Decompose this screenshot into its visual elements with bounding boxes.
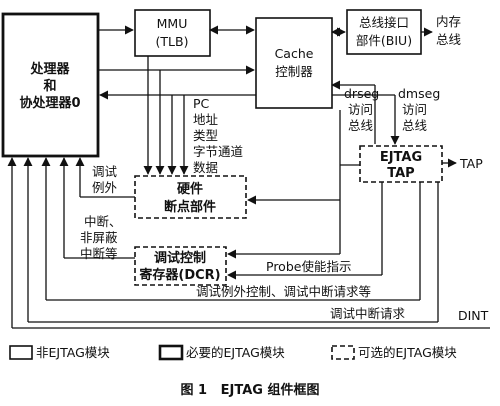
dint-label: DINT: [458, 308, 489, 323]
mmu-label-1: MMU: [157, 16, 188, 31]
mmu-label-2: (TLB): [156, 34, 189, 49]
drseg-label-2: 访问: [348, 102, 373, 117]
cpu-label-3: 协处理器0: [19, 95, 80, 111]
pc-label: PC: [193, 96, 210, 111]
hwbp-label-2: 断点部件: [164, 199, 216, 215]
cache-label-2: 控制器: [275, 64, 313, 79]
cache-label-1: Cache: [275, 46, 314, 61]
ejtag-tap-label-2: TAP: [387, 166, 414, 181]
cpu-label-1: 处理器: [29, 61, 70, 77]
type-label: 类型: [193, 128, 218, 143]
mem-bus-label-2: 总线: [436, 32, 462, 47]
biu-block: 总线接口 部件(BIU): [346, 9, 422, 55]
hardware-breakpoint-block: 硬件 断点部件: [134, 175, 247, 219]
mem-bus-label-1: 内存: [436, 14, 461, 29]
figure-caption: 图 1 EJTAG 组件框图: [181, 382, 320, 398]
debug-ctrl-label: 调试例外控制、调试中断请求等: [196, 284, 371, 299]
mmu-block: MMU (TLB): [134, 9, 211, 57]
legend-swatch-required: [158, 344, 184, 361]
legend-swatch-optional: [331, 345, 355, 360]
debug-irq-label: 调试中断请求: [330, 306, 406, 321]
data-label: 数据: [193, 160, 218, 175]
addr-label: 地址: [193, 112, 219, 127]
dcr-label-2: 寄存器(DCR): [139, 267, 220, 283]
interrupts-label-1: 中断、: [84, 214, 122, 229]
interrupts-label-2: 非屏蔽: [80, 230, 118, 245]
probe-enable-label: Probe使能指示: [266, 259, 351, 274]
cache-controller-block: Cache 控制器: [255, 17, 333, 109]
interrupts-label-3: 中断等: [80, 246, 118, 261]
dmseg-label-1: dmseg: [398, 86, 440, 101]
legend-non-ejtag: 非EJTAG模块: [36, 345, 110, 360]
legend-required: 必要的EJTAG模块: [186, 345, 285, 360]
dmseg-label-3: 总线: [402, 118, 428, 133]
dmseg-label-2: 访问: [402, 102, 427, 117]
biu-label-1: 总线接口: [359, 15, 409, 30]
ejtag-tap-label-1: EJTAG: [380, 150, 422, 165]
cpu-label-2: 和: [43, 78, 56, 94]
debug-exception-label-1: 调试: [92, 164, 118, 179]
byte-lane-label: 字节通道: [193, 144, 244, 159]
drseg-label-1: drseg: [344, 86, 379, 101]
biu-label-2: 部件(BIU): [356, 33, 412, 48]
dcr-block: 调试控制 寄存器(DCR): [134, 246, 227, 286]
legend-optional: 可选的EJTAG模块: [358, 345, 457, 360]
connections: [7, 25, 490, 329]
debug-exception-label-2: 例外: [92, 180, 118, 195]
cpu-block: 处理器 和 协处理器0: [1, 12, 100, 158]
signal-labels: 内存 总线 PC 地址 类型 字节通道 数据 drseg 访问 总线 dmseg…: [80, 14, 489, 323]
drseg-label-3: 总线: [348, 118, 374, 133]
ejtag-tap-block: EJTAG TAP: [359, 145, 443, 183]
legend-swatch-non-ejtag: [9, 345, 33, 360]
hwbp-label-1: 硬件: [177, 181, 203, 197]
legend: 非EJTAG模块 必要的EJTAG模块 可选的EJTAG模块: [9, 344, 457, 361]
dcr-label-1: 调试控制: [154, 250, 206, 266]
tap-label: TAP: [459, 156, 483, 171]
